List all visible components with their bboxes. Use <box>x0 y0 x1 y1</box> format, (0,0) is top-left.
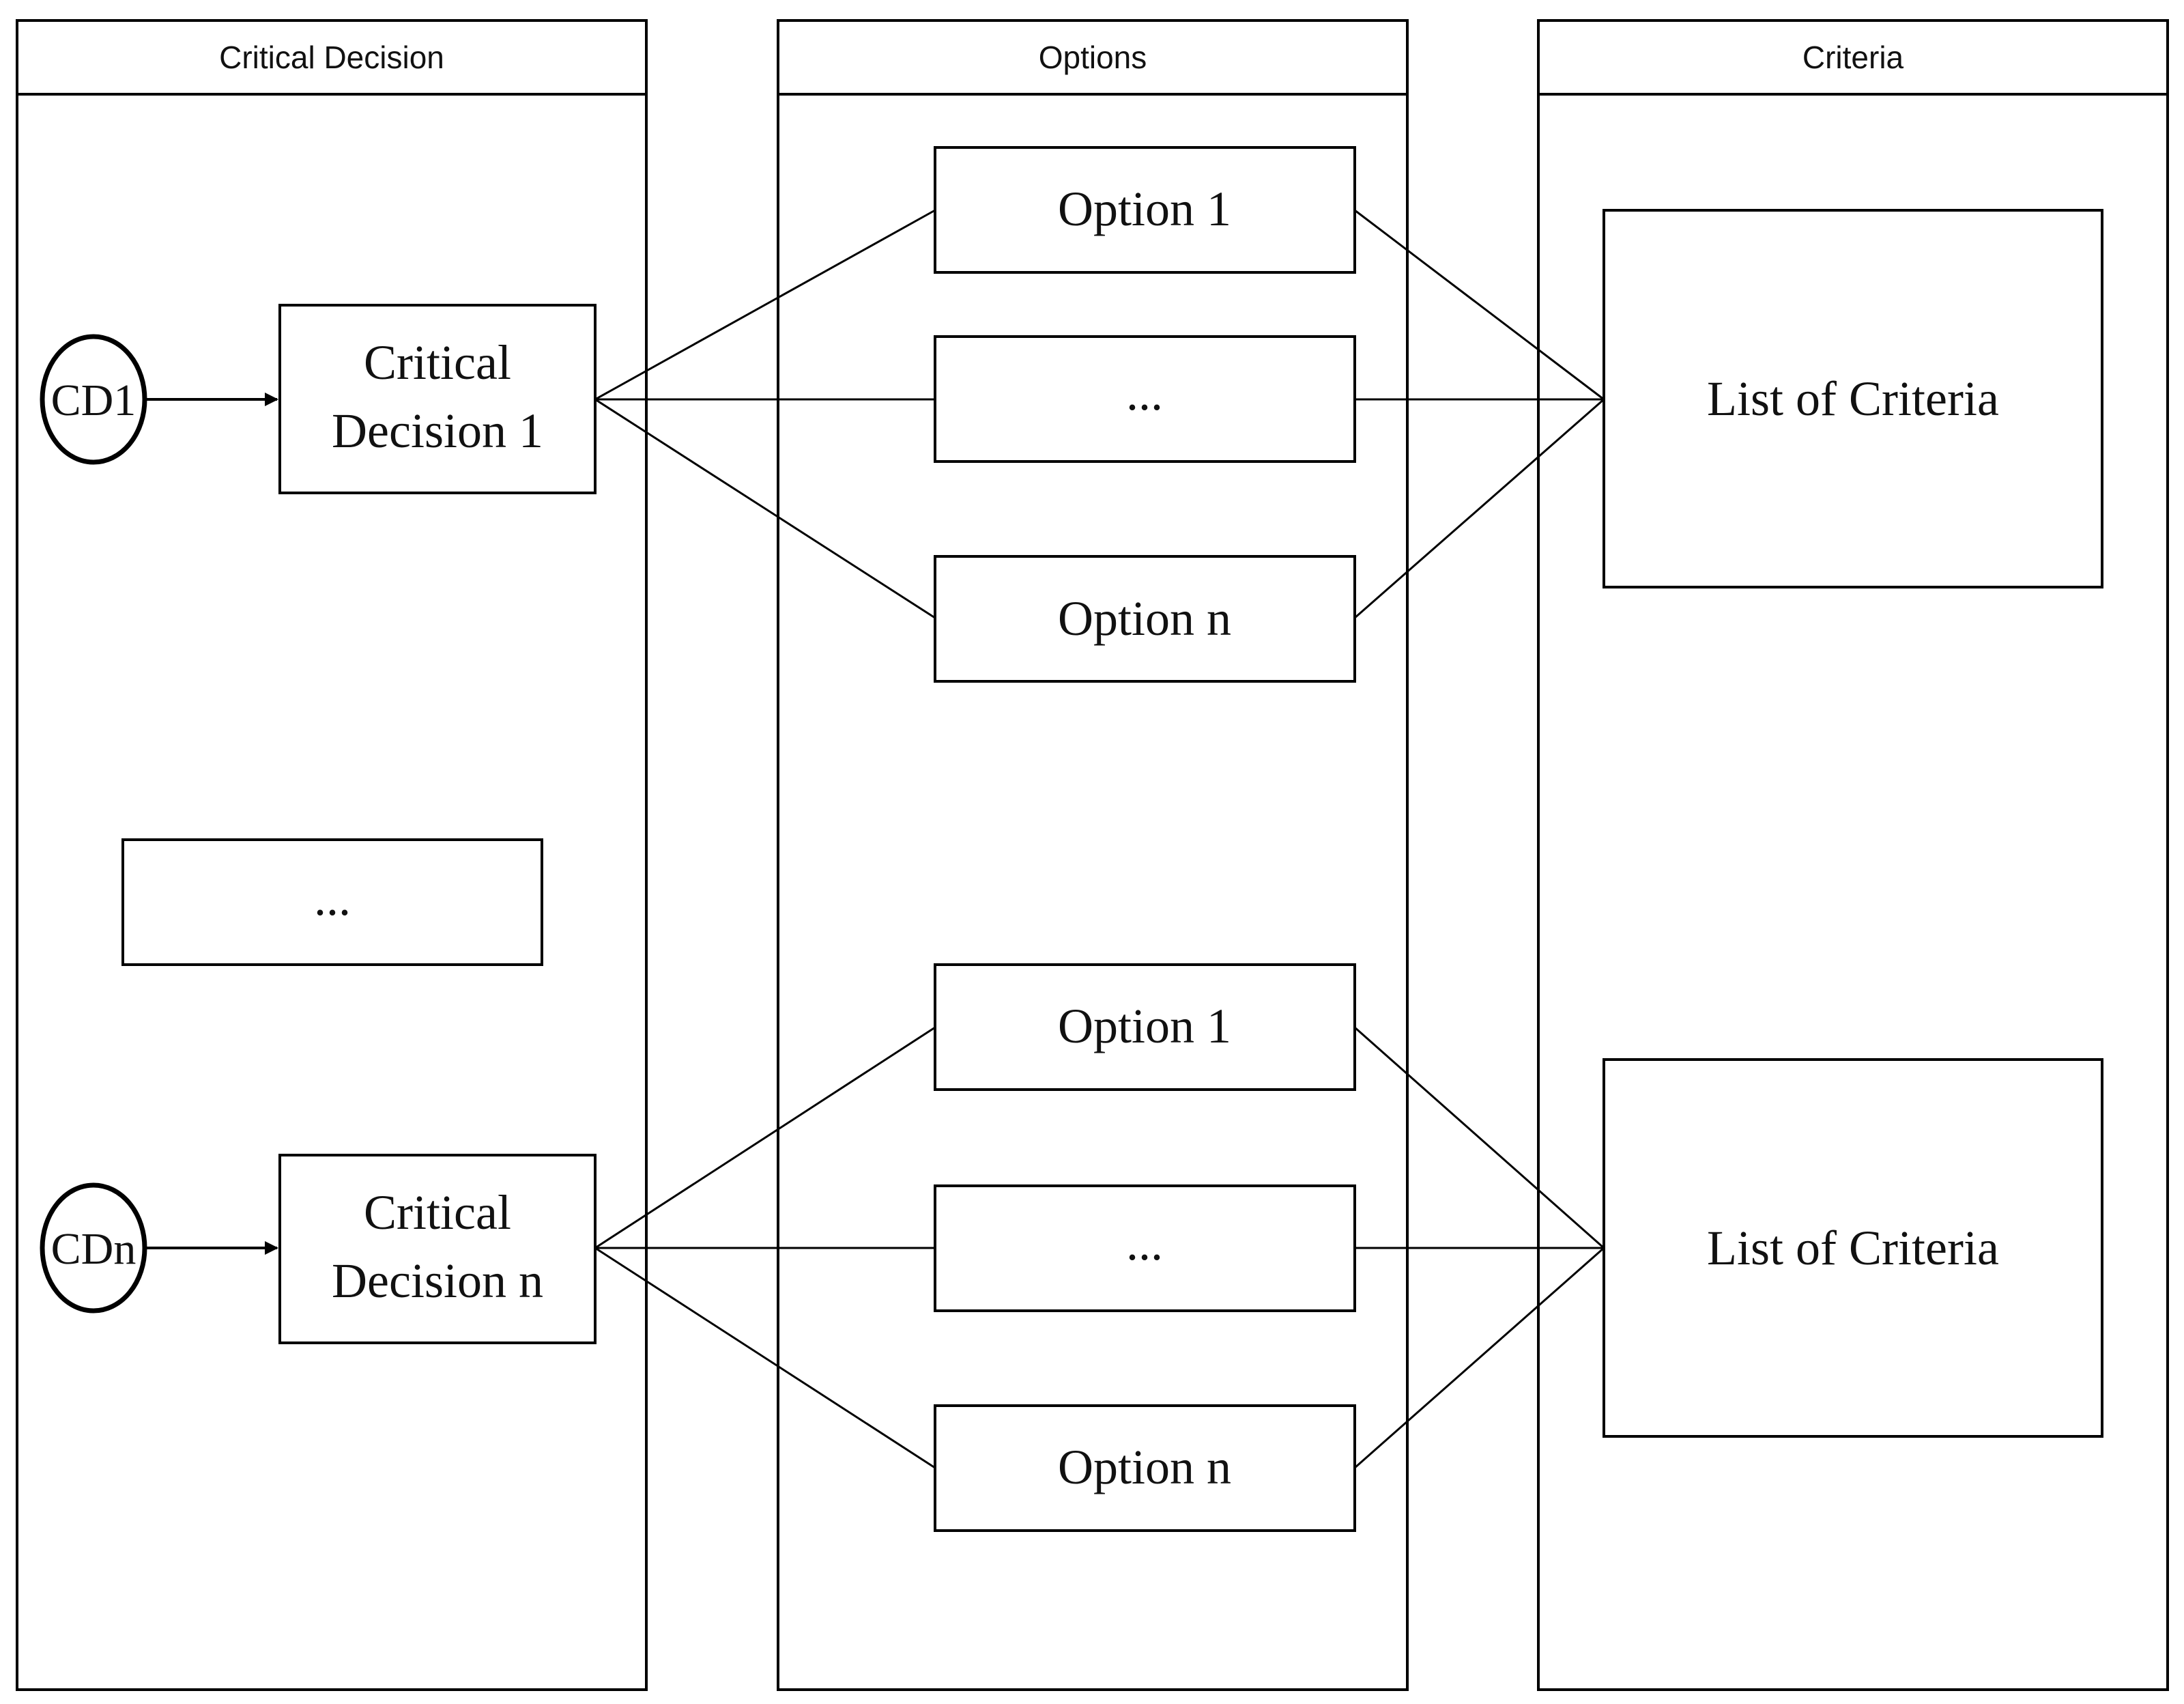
decision-1-line-2: Decision 1 <box>332 403 543 458</box>
criteria-1-label: List of Criteria <box>1707 371 1999 426</box>
decision-1-line-1: Critical <box>364 335 511 390</box>
option-g2-3-label: Option n <box>1058 1440 1231 1494</box>
option-box-g2-2: ... <box>934 1184 1356 1312</box>
lane-title-criteria: Criteria <box>1802 40 1904 75</box>
decision-n-line-1: Critical <box>364 1185 511 1240</box>
option-box-g1-2: ... <box>934 335 1356 463</box>
lane-title-options: Options <box>1039 40 1147 75</box>
decision-box-ellipsis: ... <box>121 838 543 966</box>
start-label-cdn: CDn <box>51 1224 136 1274</box>
connectors-group-2 <box>594 1026 1605 1469</box>
option-g1-2-label: ... <box>1126 366 1163 421</box>
decision-n-line-2: Decision n <box>332 1253 543 1308</box>
decision-box-n: Critical Decision n <box>278 1154 597 1344</box>
option-g2-1-label: Option 1 <box>1058 999 1231 1053</box>
option-box-g2-3: Option n <box>934 1404 1356 1532</box>
start-event-cdn: CDn <box>40 1182 147 1314</box>
option-g1-1-label: Option 1 <box>1058 182 1231 236</box>
option-g1-3-label: Option n <box>1058 591 1231 646</box>
option-box-g1-3: Option n <box>934 555 1356 683</box>
lane-title-critical-decision: Critical Decision <box>219 40 444 75</box>
decision-ellipsis-label: ... <box>314 871 351 926</box>
start-label-cd1: CD1 <box>51 375 136 425</box>
start-event-cd1: CD1 <box>40 334 147 465</box>
connectors-group-1 <box>594 209 1605 619</box>
criteria-box-2: List of Criteria <box>1603 1058 2103 1438</box>
criteria-box-1: List of Criteria <box>1603 209 2103 588</box>
decision-box-1: Critical Decision 1 <box>278 304 597 494</box>
option-box-g2-1: Option 1 <box>934 963 1356 1091</box>
criteria-2-label: List of Criteria <box>1707 1221 1999 1275</box>
option-box-g1-1: Option 1 <box>934 146 1356 274</box>
option-g2-2-label: ... <box>1126 1216 1163 1270</box>
